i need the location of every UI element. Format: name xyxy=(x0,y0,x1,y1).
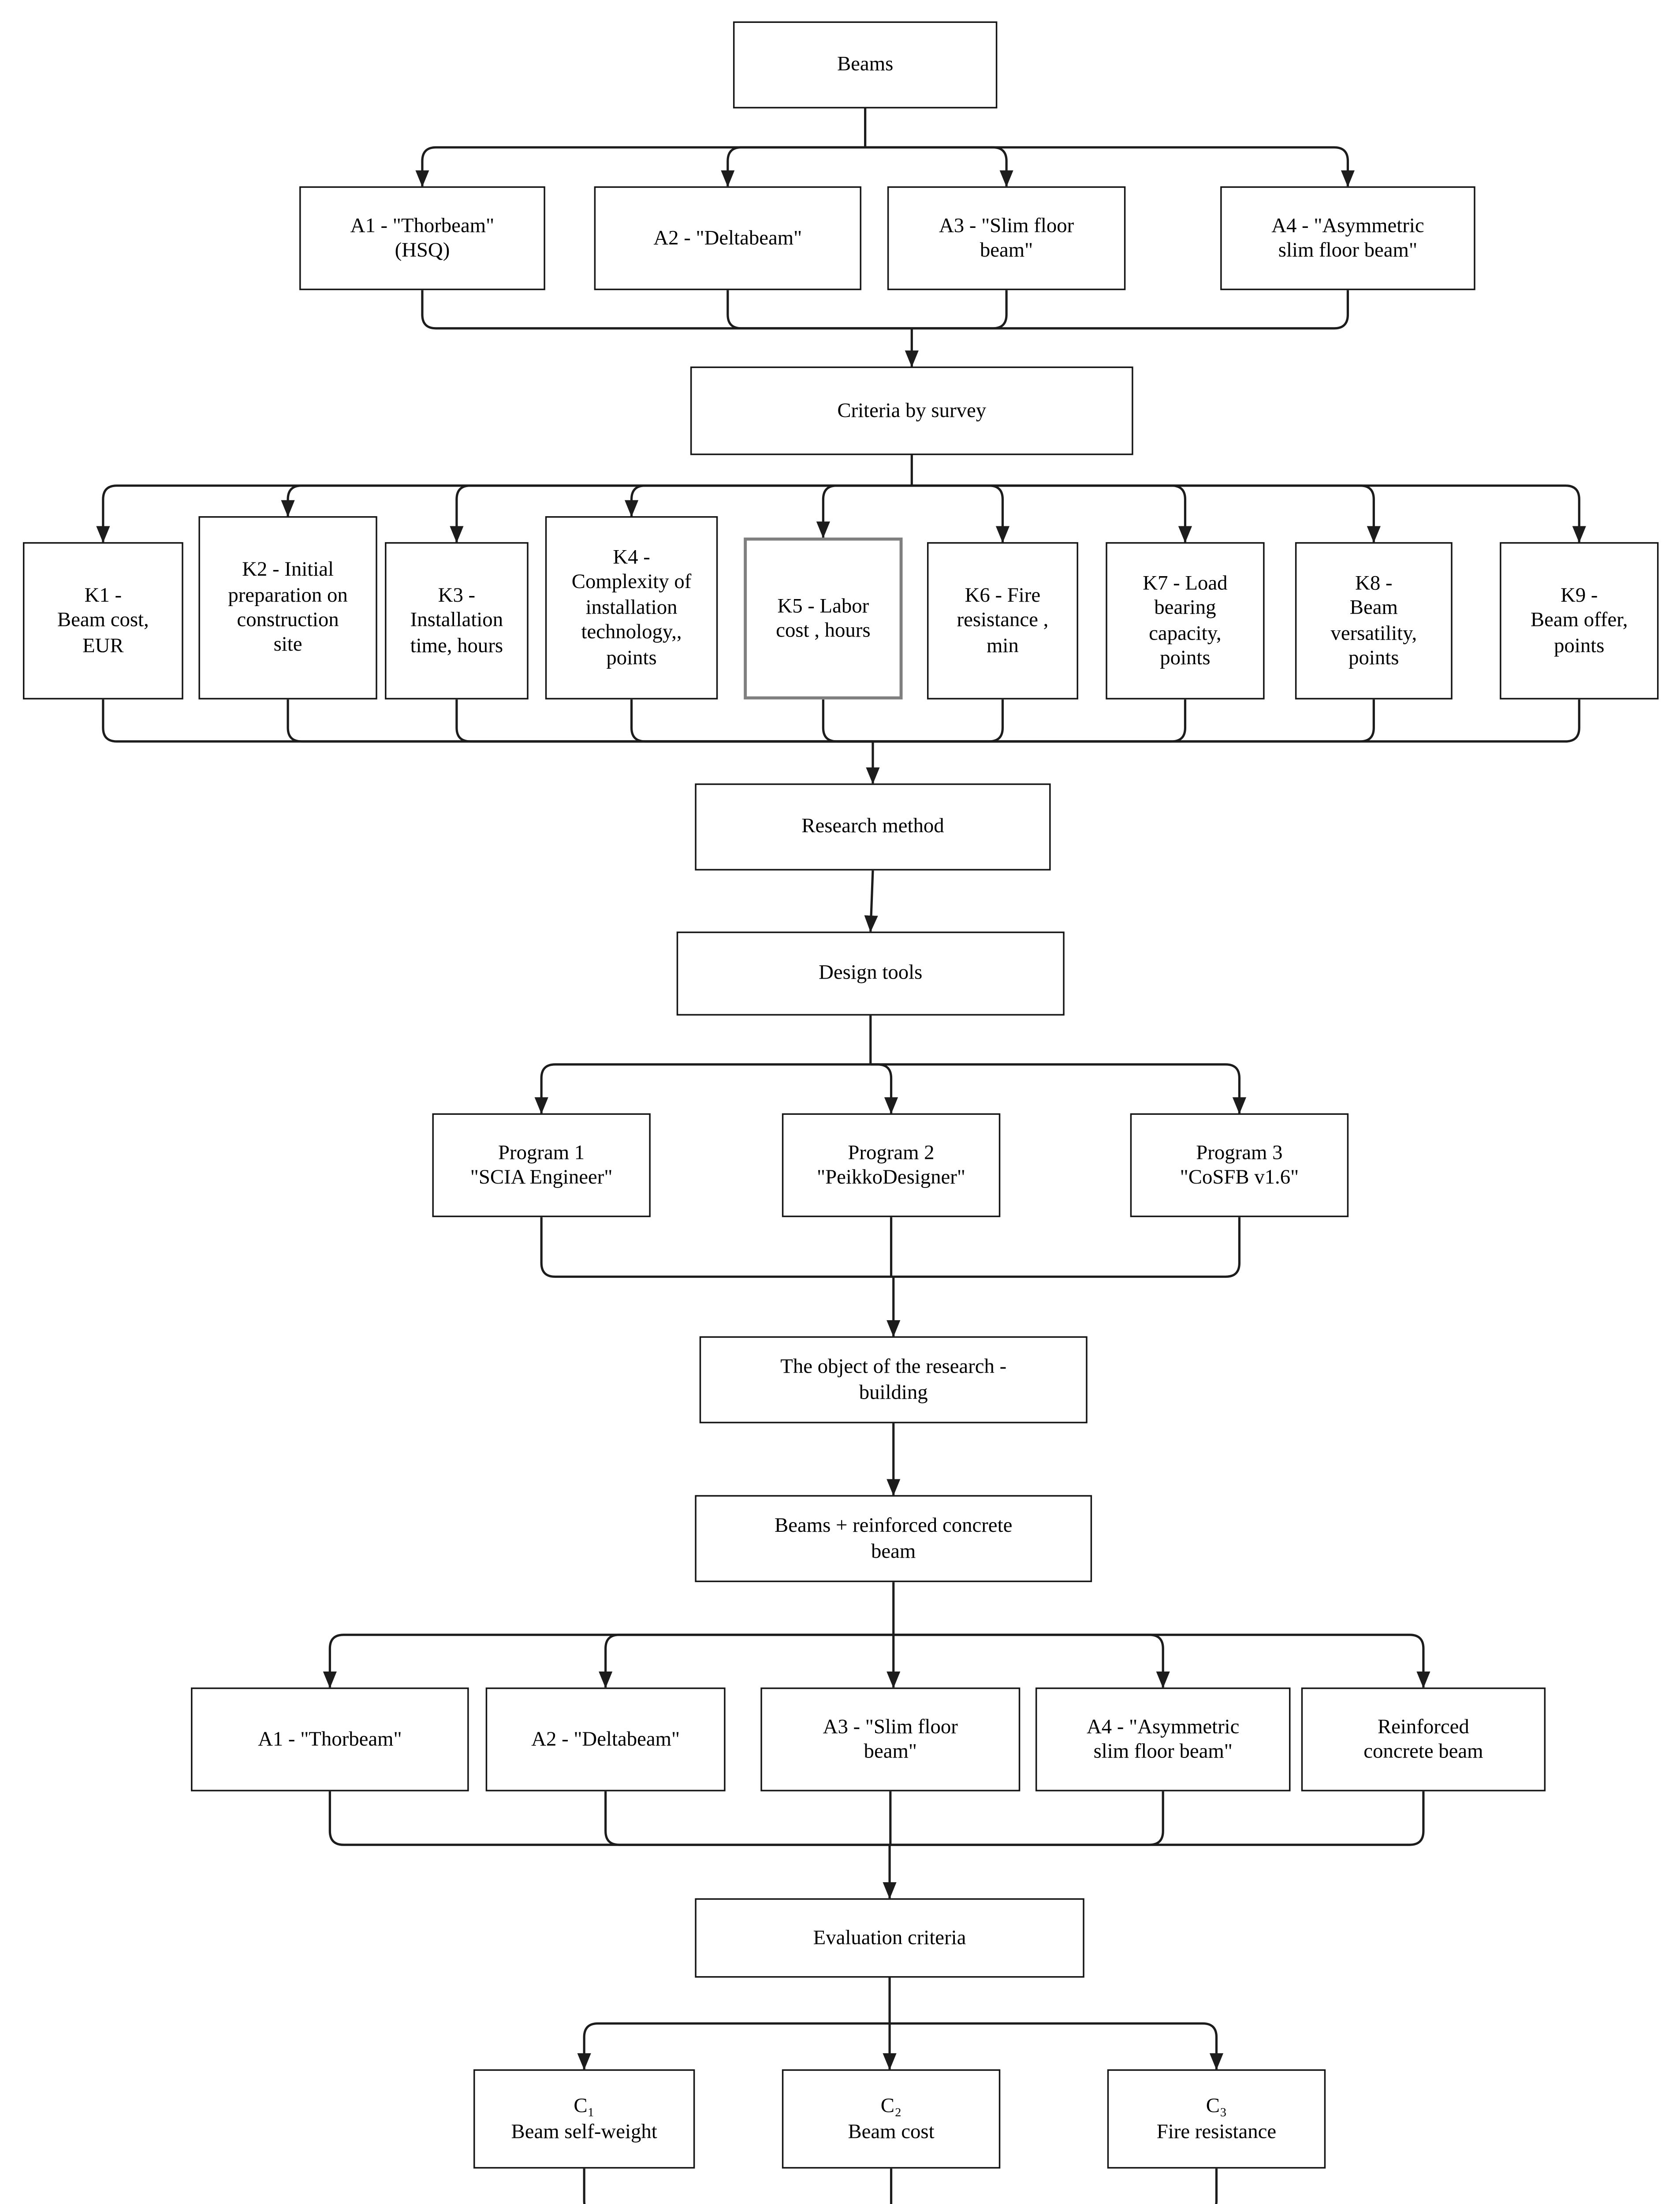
flow-node-program1-scia-engineer: Program 1 "SCIA Engineer" xyxy=(432,1113,651,1217)
flow-node-a2-deltabeam-2: A2 - "Deltabeam" xyxy=(485,1687,726,1791)
flow-node-a1-thorbeam: A1 - "Thorbeam" xyxy=(191,1687,469,1791)
flow-node-label: A4 - "Asymmetric slim floor beam" xyxy=(1271,213,1424,261)
flow-node-label: K1 - Beam cost, EUR xyxy=(57,583,149,656)
flow-node-k1-beam-cost: K1 - Beam cost, EUR xyxy=(22,542,183,700)
flow-node-label: K4 - Complexity of installation technolo… xyxy=(571,545,692,669)
flow-node-label: Program 2 "PeikkoDesigner" xyxy=(817,1140,965,1188)
flow-node-a1-thorbeam-hsq: A1 - "Thorbeam" (HSQ) xyxy=(299,186,545,290)
flow-node-program3-cosfb: Program 3 "CoSFB v1.6" xyxy=(1130,1113,1349,1217)
flow-node-c2-beam-cost: C₂ Beam cost xyxy=(782,2069,1001,2169)
flow-node-label: C₃ Fire resistance xyxy=(1156,2093,1277,2142)
flow-node-label: Criteria by survey xyxy=(837,398,987,421)
flow-node-label: A2 - "Deltabeam" xyxy=(653,225,802,249)
flow-node-program2-peikkodesigner: Program 2 "PeikkoDesigner" xyxy=(782,1113,1001,1217)
flow-node-label: Research method xyxy=(801,814,944,838)
flow-node-a3-slim-floor-beam: A3 - "Slim floor beam" xyxy=(887,186,1126,290)
flow-node-k7-load-bearing-capacity: K7 - Load bearing capacity, points xyxy=(1106,542,1265,700)
flow-node-label: K7 - Load bearing capacity, points xyxy=(1143,570,1228,669)
flow-node-k6-fire-resistance: K6 - Fire resistance , min xyxy=(927,542,1078,700)
flow-node-research-method: Research method xyxy=(695,783,1051,871)
flow-node-label: K2 - Initial preparation on construction… xyxy=(228,557,348,656)
flow-node-label: Program 3 "CoSFB v1.6" xyxy=(1180,1140,1299,1188)
flow-node-k5-labor-cost: K5 - Labor cost , hours xyxy=(744,537,903,700)
flow-node-a3-slim-floor-beam-2: A3 - "Slim floor beam" xyxy=(760,1687,1021,1791)
flow-node-c3-fire-resistance: C₃ Fire resistance xyxy=(1107,2069,1326,2169)
flow-node-label: Beams + reinforced concrete beam xyxy=(775,1513,1013,1562)
flow-node-evaluation-criteria: Evaluation criteria xyxy=(695,1898,1084,1978)
flow-node-reinforced-concrete-beam: Reinforced concrete beam xyxy=(1301,1687,1546,1791)
flow-node-c1-beam-self-weight: C₁ Beam self-weight xyxy=(473,2069,695,2169)
flow-node-label: The object of the research - building xyxy=(780,1355,1007,1403)
flow-node-beams: Beams xyxy=(733,21,998,108)
flow-node-object-of-research: The object of the research - building xyxy=(699,1336,1088,1423)
flow-node-label: Design tools xyxy=(819,961,923,984)
flow-node-k2-initial-preparation: K2 - Initial preparation on construction… xyxy=(198,516,377,700)
flow-node-label: C₂ Beam cost xyxy=(848,2093,935,2142)
flow-node-label: C₁ Beam self-weight xyxy=(511,2093,657,2142)
flow-node-label: K8 - Beam versatility, points xyxy=(1330,570,1417,669)
flow-node-label: A1 - "Thorbeam" xyxy=(258,1727,402,1750)
flow-node-label: Evaluation criteria xyxy=(813,1925,966,1948)
flow-node-a2-deltabeam: A2 - "Deltabeam" xyxy=(594,186,861,290)
flow-node-k9-beam-offer: K9 - Beam offer, points xyxy=(1500,542,1659,700)
flow-node-label: K9 - Beam offer, points xyxy=(1530,583,1628,656)
flow-node-label: A2 - "Deltabeam" xyxy=(531,1727,680,1750)
flow-node-label: Beams xyxy=(837,52,894,75)
flow-node-a4-asymmetric-2: A4 - "Asymmetric slim floor beam" xyxy=(1035,1687,1291,1791)
flow-node-k3-installation-time: K3 - Installation time, hours xyxy=(385,542,529,700)
flow-node-label: A3 - "Slim floor beam" xyxy=(823,1714,958,1763)
flow-node-a4-asymmetric-slim-floor-beam: A4 - "Asymmetric slim floor beam" xyxy=(1220,186,1475,290)
flow-node-beams-plus-rc-beam: Beams + reinforced concrete beam xyxy=(695,1495,1092,1582)
flow-node-label: A4 - "Asymmetric slim floor beam" xyxy=(1086,1714,1240,1763)
flow-node-label: A3 - "Slim floor beam" xyxy=(939,213,1074,261)
flow-node-k8-beam-versatility: K8 - Beam versatility, points xyxy=(1295,542,1453,700)
flow-node-k4-complexity-installation: K4 - Complexity of installation technolo… xyxy=(545,516,718,700)
flow-node-label: Reinforced concrete beam xyxy=(1363,1714,1483,1763)
flow-node-label: A1 - "Thorbeam" (HSQ) xyxy=(350,213,495,261)
flow-node-label: K6 - Fire resistance , min xyxy=(957,583,1049,656)
flow-node-label: Program 1 "SCIA Engineer" xyxy=(470,1140,613,1188)
flow-node-label: K3 - Installation time, hours xyxy=(410,583,503,656)
flow-node-criteria-by-survey: Criteria by survey xyxy=(690,366,1133,455)
flow-node-label: K5 - Labor cost , hours xyxy=(776,593,871,642)
flow-node-design-tools: Design tools xyxy=(676,931,1065,1016)
